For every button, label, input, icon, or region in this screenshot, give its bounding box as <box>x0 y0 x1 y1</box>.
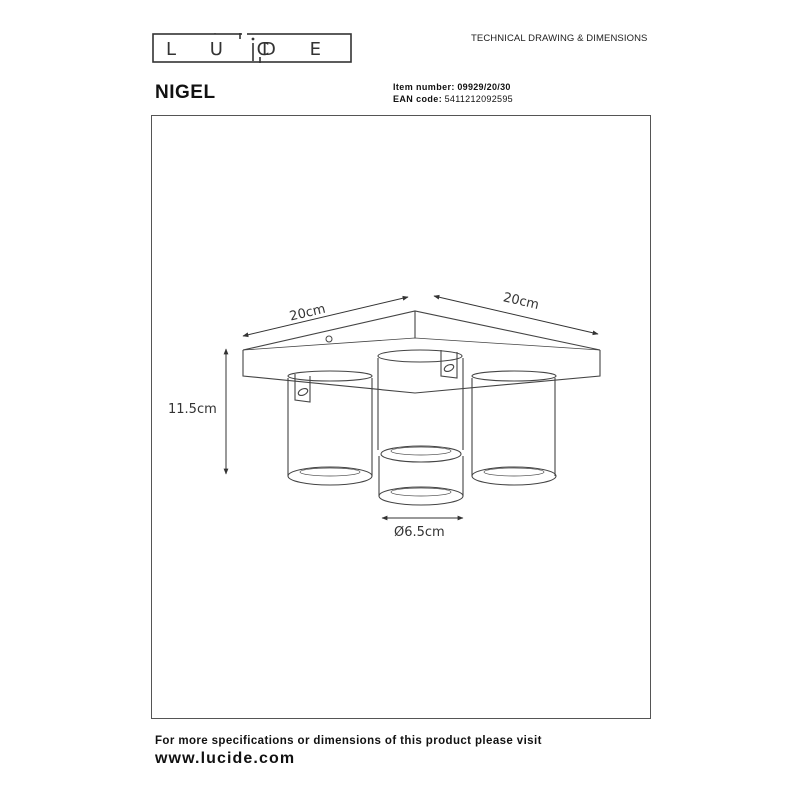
document-type-label: TECHNICAL DRAWING & DIMENSIONS <box>471 33 648 44</box>
lucide-logo: L U C D E <box>152 33 352 63</box>
ean-row: EAN code: 5411212092595 <box>393 93 513 105</box>
svg-text:D E: D E <box>262 39 335 60</box>
ean-label: EAN code: <box>393 94 443 104</box>
product-name: NIGEL <box>155 82 216 103</box>
footer-note: For more specifications or dimensions of… <box>155 735 542 747</box>
width-right-dimension: 20cm <box>502 290 541 313</box>
item-number-label: Item number: <box>393 82 455 92</box>
ean-value: 5411212092595 <box>444 94 513 104</box>
height-dimension: 11.5cm <box>168 402 217 417</box>
logo-text: L U C <box>166 39 283 60</box>
drawing-frame <box>151 115 651 719</box>
product-meta: Item number: 09929/20/30 EAN code: 54112… <box>393 81 513 105</box>
diameter-dimension: Ø6.5cm <box>394 525 445 540</box>
website-link[interactable]: www.lucide.com <box>155 750 296 767</box>
item-number-row: Item number: 09929/20/30 <box>393 81 513 93</box>
item-number-value: 09929/20/30 <box>457 82 511 92</box>
